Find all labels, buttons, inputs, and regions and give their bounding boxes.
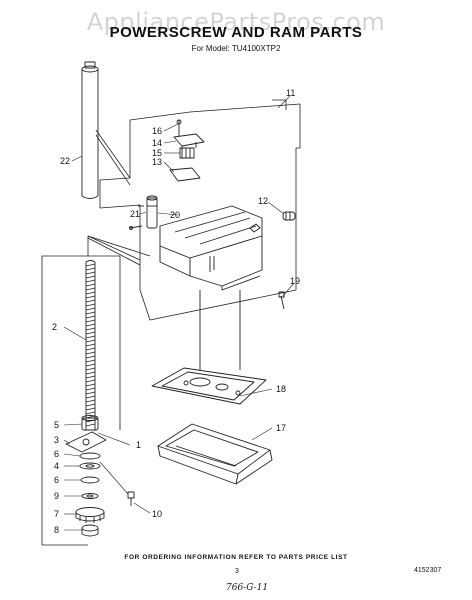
screw-thread — [85, 423, 96, 427]
callout-15: 15 — [152, 148, 162, 158]
part-5-collar — [81, 415, 99, 431]
screw-thread — [85, 311, 96, 315]
screw-thread — [85, 287, 96, 291]
screw-thread — [85, 307, 96, 311]
part-1-boundary — [41, 235, 151, 546]
document-part-code: 4152307 — [414, 567, 442, 574]
callout-19: 19 — [290, 276, 300, 286]
screw-thread — [85, 339, 96, 343]
screw-thread — [85, 299, 96, 303]
callout-9: 9 — [54, 491, 59, 501]
screw-thread — [85, 275, 96, 279]
page-number: 3 — [235, 568, 239, 575]
ram-housing — [159, 205, 263, 291]
callout-4: 4 — [54, 461, 59, 471]
callout-1: 1 — [136, 440, 141, 450]
part-21-screws — [129, 205, 144, 230]
screw-thread — [85, 371, 96, 375]
model-subtitle: For Model: TU4100XTP2 — [191, 44, 281, 53]
screw-thread — [85, 379, 96, 383]
screw-thread — [85, 355, 96, 359]
callout-16: 16 — [152, 126, 162, 136]
callout-6-lower: 6 — [54, 475, 59, 485]
screw-thread — [85, 403, 96, 407]
screw-thread — [85, 327, 96, 331]
part-20-bracket — [146, 195, 158, 229]
part-10-screw — [99, 461, 135, 506]
callout-12: 12 — [258, 196, 268, 206]
screw-thread — [85, 331, 96, 335]
callout-10: 10 — [152, 509, 162, 519]
screw-thread — [85, 363, 96, 367]
part-6-washer-lower — [80, 476, 100, 484]
screw-thread — [85, 375, 96, 379]
screw-thread — [85, 263, 96, 267]
screw-thread — [85, 279, 96, 283]
ordering-note: FOR ORDERING INFORMATION REFER TO PARTS … — [124, 554, 348, 561]
callout-5: 5 — [54, 420, 59, 430]
part-11-boundary — [87, 99, 301, 321]
screw-thread — [85, 315, 96, 319]
screw-thread — [85, 411, 96, 415]
part-9-washer — [81, 493, 99, 499]
screw-thread — [85, 387, 96, 391]
callout-6-upper: 6 — [54, 449, 59, 459]
screw-thread — [85, 399, 96, 403]
screw-thread — [85, 395, 96, 399]
screw-thread — [85, 343, 96, 347]
screw-thread — [85, 359, 96, 363]
screw-thread — [85, 351, 96, 355]
callout-21: 21 — [130, 209, 140, 219]
callout-18: 18 — [276, 384, 286, 394]
part-22-tube — [81, 61, 99, 199]
screw-thread — [85, 283, 96, 287]
screw-thread — [85, 271, 96, 275]
screw-thread — [85, 295, 96, 299]
part-18-plate — [151, 367, 267, 405]
callout-3: 3 — [54, 435, 59, 445]
screw-thread — [85, 391, 96, 395]
screw-thread — [85, 347, 96, 351]
screw-thread — [85, 383, 96, 387]
part-4-washer — [79, 462, 101, 470]
part-8-nut — [81, 524, 99, 537]
screw-thread — [85, 319, 96, 323]
part-3-bracket — [65, 431, 107, 453]
callout-17: 17 — [276, 423, 286, 433]
page-title: POWERSCREW AND RAM PARTS — [109, 24, 363, 41]
part-16-screw — [176, 119, 182, 136]
callout-8: 8 — [54, 525, 59, 535]
watermark-text: AppliancePartsPros.com — [86, 8, 386, 36]
screw-thread — [85, 303, 96, 307]
screw-thread — [85, 291, 96, 295]
callout-13: 13 — [152, 157, 162, 167]
screw-thread — [85, 267, 96, 271]
part-7-gear — [75, 507, 105, 523]
callout-7: 7 — [54, 509, 59, 519]
screw-thread — [85, 367, 96, 371]
callout-2: 2 — [52, 322, 57, 332]
part-13-plate — [169, 167, 201, 182]
screw-thread — [85, 323, 96, 327]
callout-22: 22 — [60, 156, 70, 166]
part-14-bracket — [173, 133, 205, 150]
callout-20: 20 — [170, 210, 180, 220]
callout-11: 11 — [286, 88, 295, 98]
part-17-cover — [157, 423, 273, 485]
screw-thread — [85, 407, 96, 411]
leader-lines — [63, 95, 295, 531]
part-19-screw — [278, 291, 285, 310]
part-12-pin — [282, 211, 296, 221]
screw-thread — [85, 335, 96, 339]
handwritten-note: 766-G-11 — [226, 583, 269, 593]
callout-14: 14 — [152, 138, 162, 148]
part-6-washer-upper — [79, 452, 101, 460]
